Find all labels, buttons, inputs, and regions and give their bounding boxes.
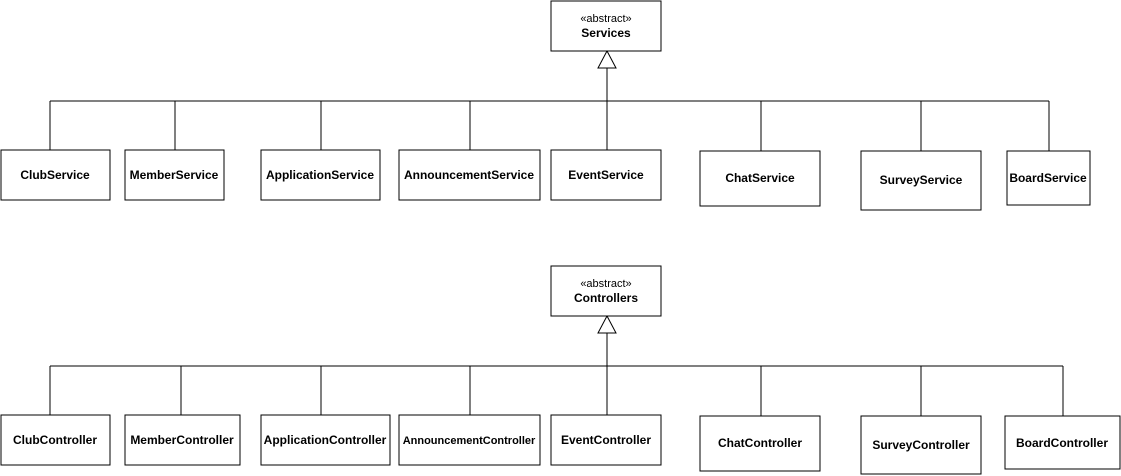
services-class-name: Services <box>581 26 631 40</box>
announcement-controller-label: AnnouncementController <box>403 435 536 447</box>
services-generalization-arrowhead <box>597 49 617 69</box>
event-controller-label: EventController <box>561 433 651 447</box>
application-service-class[interactable]: ApplicationService <box>260 149 381 201</box>
announcement-controller-class[interactable]: AnnouncementController <box>398 414 541 466</box>
announcement-service-class[interactable]: AnnouncementService <box>398 149 541 201</box>
member-controller-label: MemberController <box>130 433 234 447</box>
event-service-label: EventService <box>568 168 644 182</box>
application-controller-label: ApplicationController <box>264 433 387 447</box>
board-controller-label: BoardController <box>1016 436 1108 450</box>
application-controller-class[interactable]: ApplicationController <box>260 414 391 466</box>
club-controller-label: ClubController <box>13 433 97 447</box>
board-service-class[interactable]: BoardService <box>1006 150 1091 206</box>
chat-service-label: ChatService <box>725 171 795 185</box>
controllers-hierarchy: «abstract» Controllers ClubController Me… <box>0 265 1121 475</box>
survey-controller-class[interactable]: SurveyController <box>860 415 982 475</box>
club-service-label: ClubService <box>20 168 90 182</box>
application-service-label: ApplicationService <box>266 168 374 182</box>
announcement-service-label: AnnouncementService <box>404 168 534 182</box>
board-service-label: BoardService <box>1009 171 1087 185</box>
chat-controller-label: ChatController <box>718 436 802 450</box>
member-service-class[interactable]: MemberService <box>124 149 225 201</box>
services-abstract-class[interactable]: «abstract» Services <box>550 0 662 52</box>
event-service-class[interactable]: EventService <box>550 149 662 201</box>
club-service-class[interactable]: ClubService <box>0 149 111 201</box>
club-controller-class[interactable]: ClubController <box>0 414 111 466</box>
event-controller-class[interactable]: EventController <box>550 414 662 466</box>
controllers-class-name: Controllers <box>574 291 638 305</box>
survey-controller-label: SurveyController <box>872 438 970 452</box>
chat-controller-class[interactable]: ChatController <box>699 415 821 472</box>
board-controller-class[interactable]: BoardController <box>1004 415 1121 470</box>
member-controller-class[interactable]: MemberController <box>124 414 241 466</box>
controllers-stereotype: «abstract» <box>580 278 631 290</box>
services-inheritance-edges <box>49 49 1050 151</box>
survey-service-class[interactable]: SurveyService <box>860 150 982 211</box>
survey-service-label: SurveyService <box>880 173 963 187</box>
controllers-inheritance-edges <box>49 314 1064 416</box>
controllers-generalization-arrowhead <box>597 314 617 334</box>
services-hierarchy: «abstract» Services ClubService MemberSe… <box>0 0 1091 211</box>
services-stereotype: «abstract» <box>580 13 631 25</box>
chat-service-class[interactable]: ChatService <box>699 150 821 207</box>
member-service-label: MemberService <box>130 168 219 182</box>
controllers-abstract-class[interactable]: «abstract» Controllers <box>550 265 662 317</box>
